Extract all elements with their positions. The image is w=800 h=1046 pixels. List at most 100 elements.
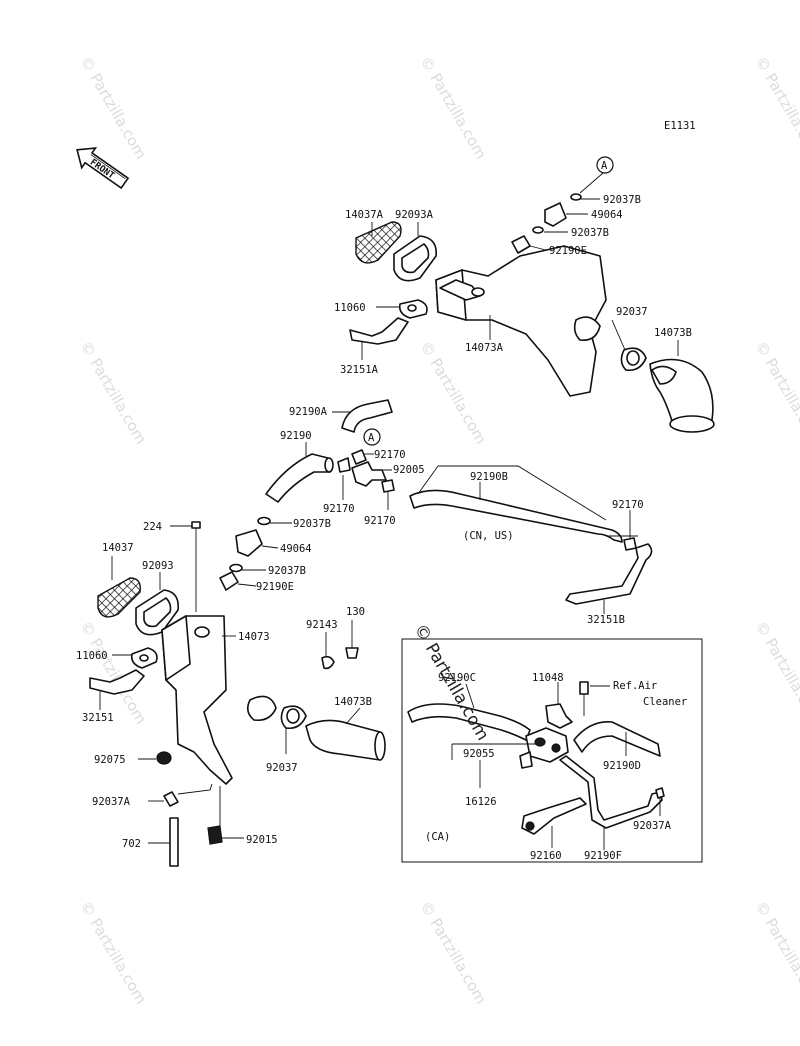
label-92190e: 92190E (549, 245, 587, 257)
label-92190c: 92190C (438, 672, 476, 684)
watermark: © Partzilla.com (417, 338, 490, 447)
label-cn-us: (CN, US) (463, 530, 514, 542)
ca-inset-box: 92190C 11048 Ref.Air Cleaner 92055 92190… (401, 638, 703, 863)
label-92160: 92160 (530, 850, 562, 862)
label-14037: 14037 (102, 542, 134, 554)
pipe-32151 (89, 669, 145, 695)
label-32151a: 32151A (340, 364, 379, 376)
label-92170-left: 92170 (323, 503, 355, 515)
label-11060: 11060 (334, 302, 366, 314)
watermark: © Partzilla.com (77, 898, 150, 1007)
bolt-130 (345, 647, 359, 659)
label-92037b-second: 92037B (571, 227, 609, 239)
clamp-92170-far (623, 537, 637, 551)
clip-92037a-ca (655, 787, 665, 799)
hose-92190d (573, 721, 661, 757)
label-702: 702 (122, 838, 141, 850)
duct-14073b-lower (305, 719, 381, 761)
label-224: 224 (143, 521, 162, 533)
label-32151: 32151 (82, 712, 114, 724)
label-14073: 14073 (238, 631, 270, 643)
valve-49064-lower (235, 529, 263, 557)
label-92015: 92015 (246, 834, 278, 846)
upper-assembly: A 140 (334, 156, 715, 433)
label-14073b: 14073B (654, 327, 692, 339)
label-14073b-lower: 14073B (334, 696, 372, 708)
filter-14037 (97, 577, 141, 618)
label-49064: 49064 (591, 209, 623, 221)
lower-assembly: 224 92037B 49064 14037 92093 92037B 9219… (76, 516, 386, 867)
label-92093a: 92093A (395, 209, 434, 221)
ca-box-border (401, 638, 703, 863)
bracket-16126 (521, 797, 587, 835)
label-92170-right: 92170 (612, 499, 644, 511)
pipe-32151a (349, 317, 409, 345)
label-92170-top: 92170 (374, 449, 406, 461)
label-92170-bottom: 92170 (364, 515, 396, 527)
label-92037a-ca: 92037A (633, 820, 672, 832)
valve-92055 (525, 727, 569, 763)
ref-marker-label-lower: A (368, 432, 375, 444)
bolt-224 (191, 521, 201, 529)
watermark: © Partzilla.com (417, 898, 490, 1007)
clamp-92170 (351, 449, 367, 465)
airbox-14073a (435, 245, 607, 397)
middle-hoses: A 92190A 92190 92170 92005 92170 92170 9… (265, 399, 653, 626)
label-92055: 92055 (463, 748, 495, 760)
bracket-11048 (545, 703, 573, 729)
label-92037b-lower: 92037B (293, 518, 331, 530)
label-32151b: 32151B (587, 614, 625, 626)
grommet-92075 (156, 751, 172, 765)
label-92093: 92093 (142, 560, 174, 572)
label-14073a: 14073A (465, 342, 504, 354)
valve-49064 (544, 202, 567, 227)
clamp-92170-right (381, 479, 395, 493)
label-92037a-lower: 92037A (92, 796, 131, 808)
label-11048: 11048 (532, 672, 564, 684)
watermark: © Partzilla.com (77, 338, 150, 447)
hose-92190e (511, 235, 531, 254)
label-92190e-lower: 92190E (256, 581, 294, 593)
pipe-702 (169, 817, 179, 867)
joint-92005 (351, 461, 387, 487)
watermark: © Partzilla.com (752, 898, 800, 1007)
label-92037b-lower-2: 92037B (268, 565, 306, 577)
clamp-92037b-lower-1 (257, 516, 271, 526)
collar-92143 (321, 655, 335, 670)
watermark: © Partzilla.com (752, 53, 800, 162)
label-ref-air: Ref.Air (613, 680, 657, 692)
label-16126: 16126 (465, 796, 497, 808)
pipe-32151b (565, 543, 653, 605)
watermark: © Partzilla.com (77, 53, 150, 162)
watermark: © Partzilla.com (752, 338, 800, 447)
watermark: © Partzilla.com (417, 53, 490, 162)
label-130: 130 (346, 606, 365, 618)
label-92037-lower: 92037 (266, 762, 298, 774)
label-92037: 92037 (616, 306, 648, 318)
clamp-92170-left (337, 457, 351, 473)
watermark-layer: © Partzilla.com © Partzilla.com © Partzi… (77, 53, 800, 1007)
front-arrow-icon: FRONT (76, 147, 130, 190)
hose-92190a (341, 399, 393, 433)
label-92143: 92143 (306, 619, 338, 631)
ref-marker-a (596, 156, 614, 174)
clip-92037a-lower (163, 791, 179, 807)
plug-92015 (207, 825, 223, 845)
label-92190b: 92190B (470, 471, 508, 483)
clamp-92037b (570, 193, 582, 201)
ref-marker-label: A (601, 160, 608, 172)
label-92190d: 92190D (603, 760, 641, 772)
label-92075: 92075 (94, 754, 126, 766)
label-92190a: 92190A (289, 406, 328, 418)
hose-92190b (409, 489, 623, 543)
watermark: © Partzilla.com (752, 618, 800, 727)
hose-92190 (265, 453, 331, 503)
label-11060-lower: 11060 (76, 650, 108, 662)
ref-marker-a-lower (363, 428, 381, 446)
label-cleaner: Cleaner (643, 696, 687, 708)
label-92190f: 92190F (584, 850, 622, 862)
hose-92190e-lower (219, 571, 239, 591)
diagram-code: E1131 (664, 120, 696, 132)
clamp-92037b-lower (532, 226, 544, 234)
label-49064-lower: 49064 (280, 543, 312, 555)
